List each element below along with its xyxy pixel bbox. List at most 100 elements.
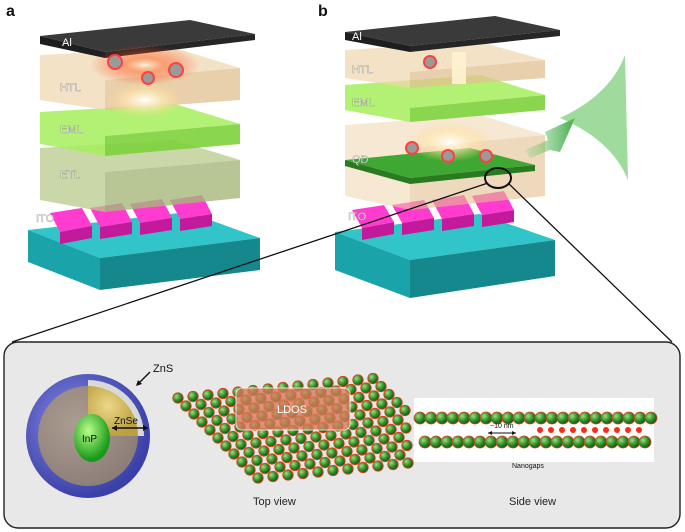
qd-dot [225,395,237,408]
al-electrode-b [345,16,560,46]
nanogap-hotspot [570,427,576,433]
qd-dot [400,422,412,434]
qd-side-dot [578,411,592,425]
emission-beam [525,118,575,158]
qd-side-dot [600,411,614,425]
qd-dot [402,457,414,469]
ldos-box [235,387,351,431]
qd-side-dot [583,435,597,449]
label-znse: ZnSe [114,416,138,427]
qd-dot [281,451,293,464]
qd-side-dot [435,411,449,425]
nanogap-hotspot [559,427,565,433]
qd-side-dot [451,435,465,449]
qd-side-dot [484,435,498,449]
qd-dot [266,453,278,465]
eml-layer-a [40,104,240,156]
qd-dot [322,377,334,389]
qd-side-dot [429,435,443,449]
qd-side-dot [594,435,608,449]
label-eml-b: EML [352,97,375,109]
qd-side-dot [589,411,603,425]
qd-dot [252,472,264,484]
qd-side-dot [611,411,625,425]
qd-dot [311,448,323,461]
qd-dot [303,440,315,453]
qd-dot [196,416,208,428]
qd-dot [333,437,345,450]
qd-side-dot [627,435,641,449]
qd-dot [265,435,277,448]
label-spacing: ~10 nm [490,423,514,430]
qd-dot [352,374,364,386]
qd-dot [348,436,360,448]
qd-dot [295,432,307,445]
qd-dot [372,460,384,472]
qd-side-dot [638,435,652,449]
qd-side-dot [446,411,460,425]
qd-dot [227,430,239,443]
qd-dot [377,415,389,428]
nanogap-hotspot [592,427,598,433]
htl-layer-b [345,42,545,88]
nanogap-hotspot [636,427,642,433]
qd-side-dot [512,411,526,425]
qd-side-dot [418,435,432,449]
qd-dot [244,464,256,476]
qd-dot [375,380,387,393]
qd-dot [325,429,337,442]
qd-dot [342,463,354,475]
label-htl-b: HTL [352,64,373,76]
qd-side-dot [605,435,619,449]
qd-dot [368,390,380,402]
qd-dot [384,406,396,418]
emission-glow-b [408,122,492,162]
qd-dot [282,469,294,481]
qd-dot [360,382,372,394]
qd-dot [394,449,406,461]
qd-dot [327,464,339,477]
qd-dot [334,455,346,467]
qd-dot [297,467,309,480]
qd-side-dot [644,411,658,425]
qd-dot [383,388,395,401]
substrate-side-a [100,238,260,290]
qd-dot [187,390,199,403]
qd-dot [242,429,254,441]
label-zns: ZnS [153,363,173,375]
label-inp: InP [82,434,97,445]
qd-dot [259,462,271,475]
charge-carriers-a [107,54,184,85]
qd-side-dot [495,435,509,449]
qd-side-dot [424,411,438,425]
recombination-glow-a [105,82,185,118]
qd-side-dot [528,435,542,449]
qd-dot [219,422,231,435]
qd-side-dot [457,411,471,425]
qd-dot [188,408,200,420]
nanogap-hotspot [603,427,609,433]
qd-dot [251,454,263,467]
qd-side-dot [506,435,520,449]
qd-dot [349,453,361,466]
qd-dot [391,396,403,409]
qd-dot [236,456,248,468]
qd-dot [357,461,369,474]
qd-side-dot [567,411,581,425]
nanogap-hotspot [625,427,631,433]
label-htl-a: HTL [60,82,81,94]
substrate-front-a [28,230,100,290]
qd-dot [393,431,405,444]
qd-dot [369,407,381,420]
qd-dot [319,456,331,469]
qd-dot [364,452,376,464]
qd-dot [341,445,353,458]
label-nanogaps: Nanogaps [512,463,544,470]
nanogap-hotspot [581,427,587,433]
device-stack-b [335,16,628,298]
label-etl-a: ETL [60,169,80,181]
qd-dot [250,437,262,449]
eml-layer-b [345,75,545,122]
qd-dot [228,448,240,460]
